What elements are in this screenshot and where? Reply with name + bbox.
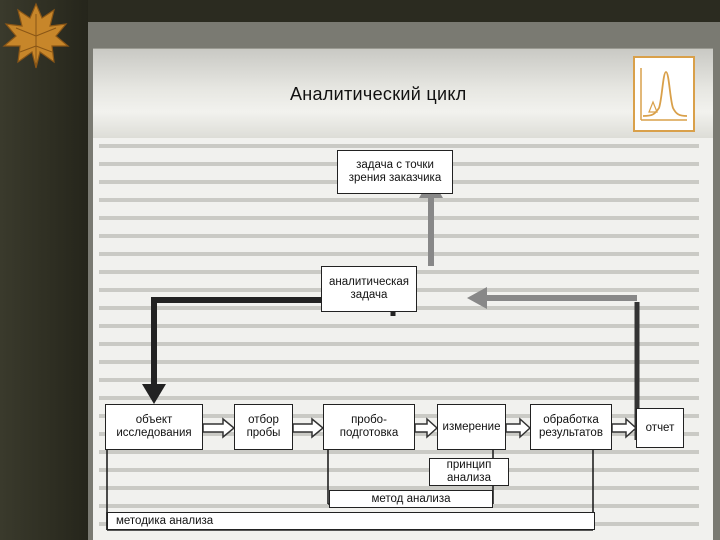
step-measurement: измерение [437, 404, 506, 450]
analysis-procedure-label: методика анализа [116, 514, 214, 527]
top-strip [88, 0, 720, 22]
step-arrow-5 [611, 417, 638, 439]
page-title: Аналитический цикл [290, 84, 467, 104]
title-banner [93, 48, 713, 139]
step-research-object: объект исследования [105, 404, 203, 450]
analytical-logo-icon [633, 56, 695, 132]
autumn-leaf-icon [2, 2, 70, 69]
diagram-graphics [93, 138, 713, 540]
left-sidebar-strip [0, 0, 88, 540]
client-task-box: задача с точки зрения заказчика [337, 150, 453, 194]
step-label: отчет [645, 421, 675, 434]
step-label: отбор пробы [246, 414, 281, 439]
analysis-principle-box: принцип анализа [429, 458, 509, 486]
step-arrow-2 [292, 417, 325, 439]
step-arrow-3 [414, 417, 439, 439]
step-results-processing: обработка результатов [530, 404, 612, 450]
step-label: объект исследования [116, 414, 192, 439]
analysis-method-box: метод анализа [329, 490, 493, 508]
analytical-task-box: аналитическая задача [321, 266, 417, 312]
step-sample-preparation: пробо-подготовка [323, 404, 415, 450]
step-report: отчет [636, 408, 684, 448]
step-sampling: отбор пробы [234, 404, 293, 450]
background-text-texture [93, 138, 713, 540]
analysis-principle-label: принцип анализа [446, 459, 492, 484]
analytical-task-label: аналитическая задача [328, 276, 409, 301]
step-label: обработка результатов [539, 414, 603, 439]
analysis-procedure-box: методика анализа [107, 512, 595, 530]
step-label: измерение [442, 420, 501, 433]
client-task-label: задача с точки зрения заказчика [348, 159, 442, 184]
scanned-diagram-area: задача с точки зрения заказчика аналитич… [93, 138, 713, 540]
step-label: пробо-подготовка [339, 414, 399, 439]
step-arrow-1 [202, 417, 236, 439]
analysis-method-label: метод анализа [371, 492, 451, 505]
step-arrow-4 [505, 417, 532, 439]
